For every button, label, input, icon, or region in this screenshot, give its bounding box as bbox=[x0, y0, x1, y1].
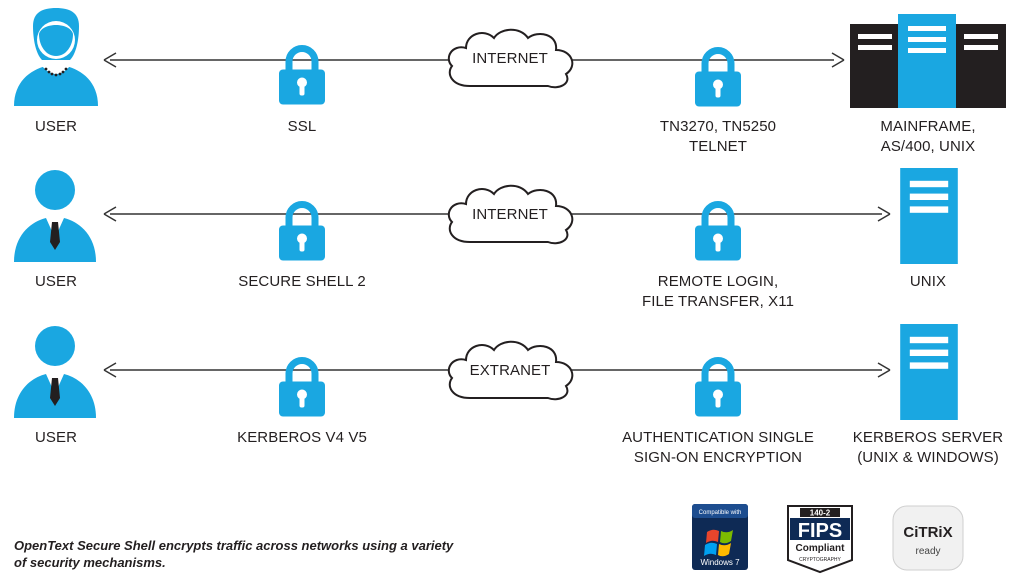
arrow-right-icon bbox=[877, 362, 891, 378]
row-3 bbox=[14, 324, 958, 420]
caption-line: of security mechanisms. bbox=[14, 555, 166, 570]
windows-badge-bottom: Windows 7 bbox=[700, 558, 740, 567]
citrix-badge: CiTRiX ready bbox=[892, 505, 964, 571]
server-label: KERBEROS SERVER bbox=[852, 429, 1004, 446]
fips-badge-foot: CRYPTOGRAPHY bbox=[799, 557, 841, 563]
right-mechanism-label: AUTHENTICATION SINGLE bbox=[622, 429, 814, 446]
server-label: (UNIX & WINDOWS) bbox=[857, 449, 999, 466]
arrow-left-icon bbox=[103, 52, 117, 68]
lock-icon bbox=[695, 205, 741, 261]
fips-badge: 140-2 FIPS Compliant CRYPTOGRAPHY bbox=[787, 505, 853, 574]
arrow-right-icon bbox=[831, 52, 845, 68]
left-mechanism-label: KERBEROS V4 V5 bbox=[237, 429, 367, 446]
server-label: AS/400, UNIX bbox=[880, 138, 976, 155]
right-mechanism-label: TN3270, TN5250 bbox=[659, 118, 777, 135]
fips-badge-top: 140-2 bbox=[810, 509, 831, 518]
user-label: USER bbox=[34, 273, 78, 290]
right-mechanism-label: REMOTE LOGIN, bbox=[657, 273, 779, 290]
left-mechanism-label: SECURE SHELL 2 bbox=[238, 273, 366, 290]
lock-icon bbox=[695, 51, 741, 107]
right-mechanism-label: TELNET bbox=[688, 138, 748, 155]
row-2 bbox=[14, 168, 958, 264]
windows-logo-icon bbox=[704, 529, 733, 557]
fips-badge-main: FIPS bbox=[798, 520, 842, 542]
lock-icon bbox=[279, 49, 325, 105]
right-mechanism-label: FILE TRANSFER, X11 bbox=[641, 293, 795, 310]
mainframe-icon bbox=[850, 14, 1006, 108]
windows7-badge: Compatible with Windows 7 bbox=[692, 504, 748, 570]
lock-icon bbox=[279, 361, 325, 417]
row-1 bbox=[14, 8, 1006, 108]
citrix-badge-sub: ready bbox=[915, 546, 940, 557]
server-icon bbox=[900, 324, 958, 420]
network-label: EXTRANET bbox=[469, 362, 551, 379]
right-mechanism-label: SIGN-ON ENCRYPTION bbox=[633, 449, 803, 466]
arrow-left-icon bbox=[103, 206, 117, 222]
server-label: UNIX bbox=[909, 273, 947, 290]
lock-icon bbox=[279, 205, 325, 261]
female-user-icon bbox=[14, 8, 98, 106]
user-label: USER bbox=[34, 118, 78, 135]
server-label: MAINFRAME, bbox=[880, 118, 976, 135]
arrow-right-icon bbox=[877, 206, 891, 222]
lock-icon bbox=[695, 361, 741, 417]
server-icon bbox=[900, 168, 958, 264]
arrow-left-icon bbox=[103, 362, 117, 378]
male-user-icon bbox=[14, 326, 96, 418]
fips-badge-sub: Compliant bbox=[796, 543, 846, 554]
male-user-icon bbox=[14, 170, 96, 262]
caption-line: OpenText Secure Shell encrypts traffic a… bbox=[14, 538, 454, 553]
network-label: INTERNET bbox=[472, 206, 548, 223]
windows-badge-top: Compatible with bbox=[699, 510, 742, 516]
figure-caption: OpenText Secure Shell encrypts traffic a… bbox=[14, 537, 534, 571]
user-label: USER bbox=[34, 429, 78, 446]
network-label: INTERNET bbox=[472, 50, 548, 67]
left-mechanism-label: SSL bbox=[287, 118, 317, 135]
citrix-badge-main: CiTRiX bbox=[903, 524, 952, 541]
